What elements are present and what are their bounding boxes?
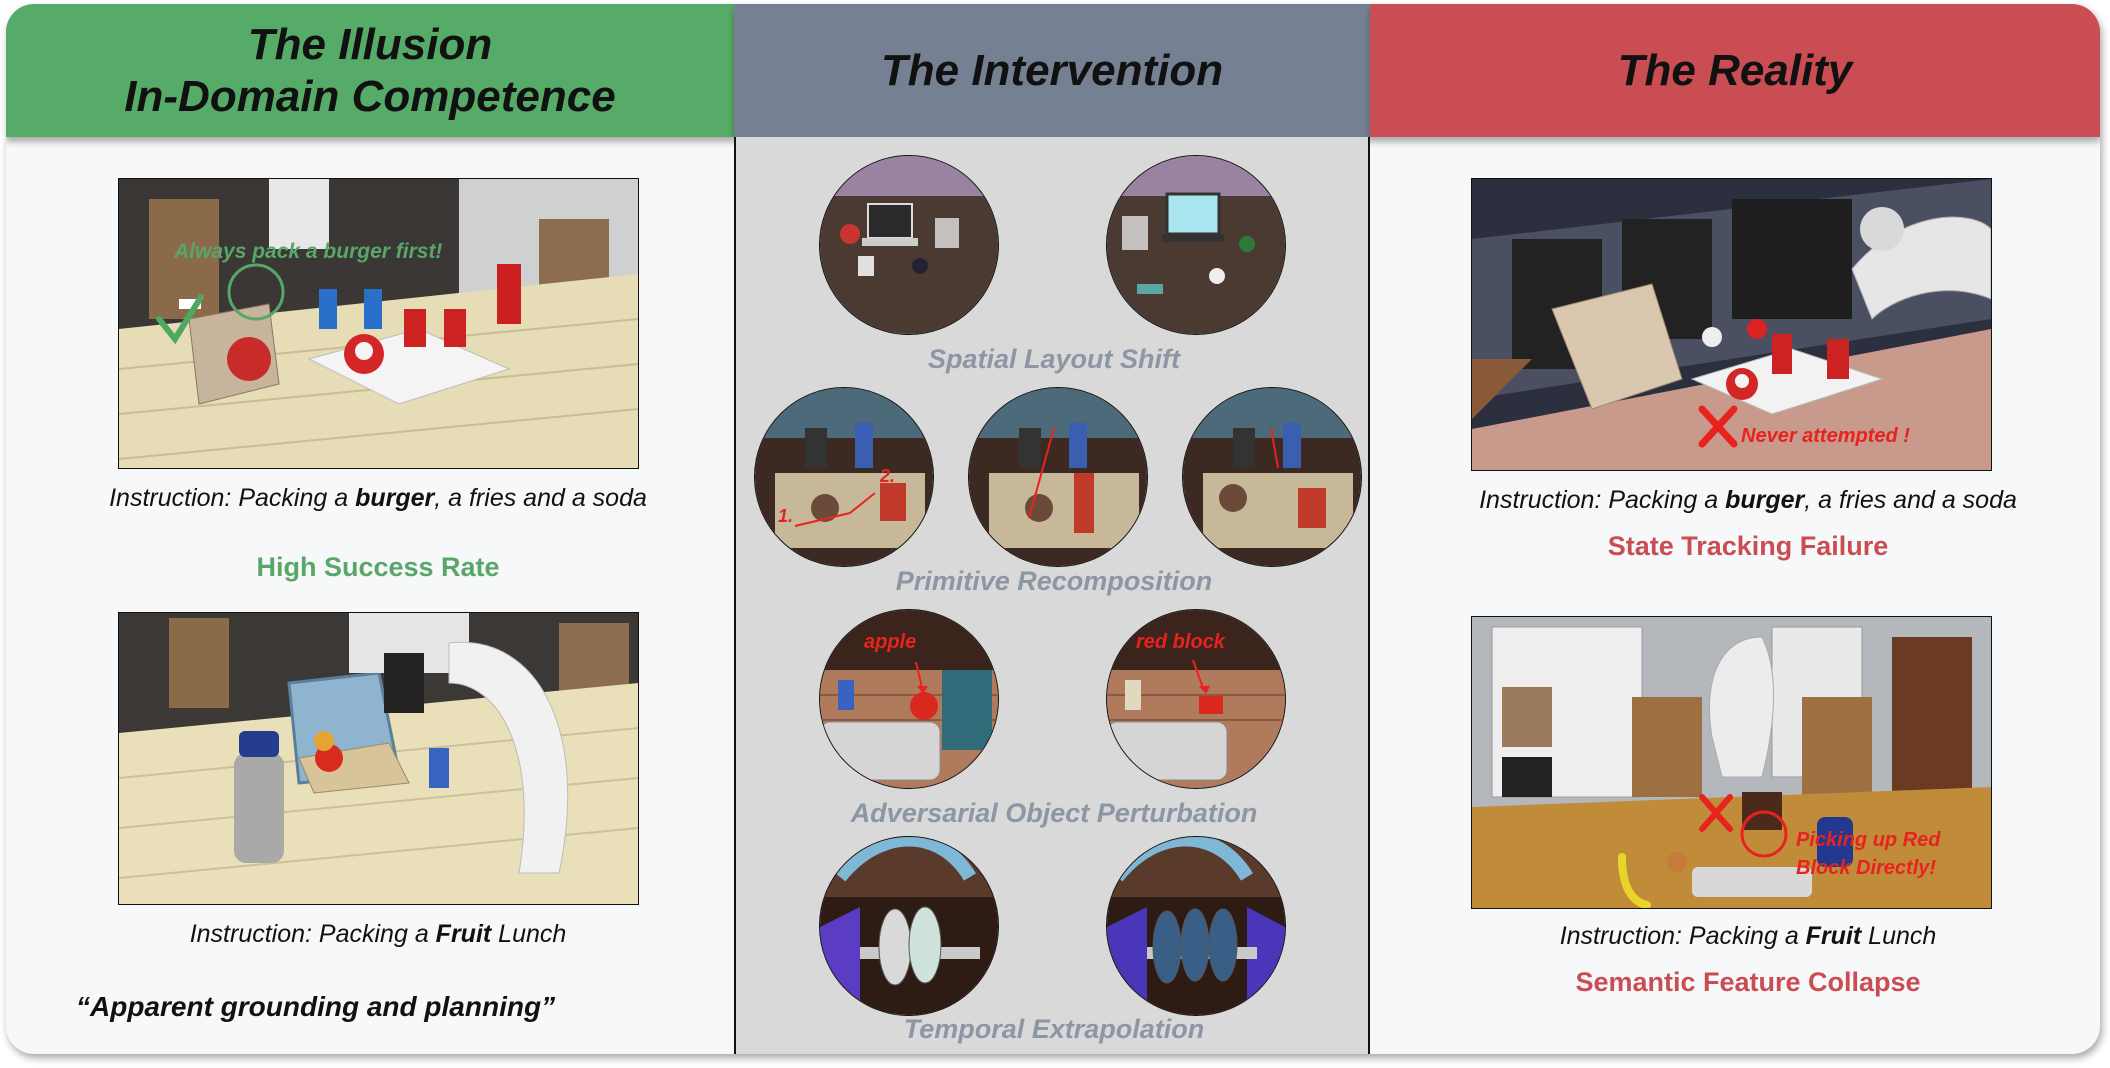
header-reality: The Reality <box>1370 4 2100 137</box>
right-instruction-2-prefix: Instruction: Packing a <box>1559 922 1806 950</box>
annotation-picking-line2: Block Directly! <box>1796 857 1937 879</box>
caption-primitive-recomposition: Primitive Recomposition <box>895 566 1213 596</box>
left-instruction-2-suffix: Lunch <box>491 920 567 948</box>
reality-burger-scene-image <box>1471 178 1992 471</box>
right-instruction-1-prefix: Instruction: Packing a <box>1479 486 1726 514</box>
annotation-always-burger: Always pack a burger first! <box>174 240 443 263</box>
header-illusion: The Illusion In-Domain Competence <box>6 4 734 137</box>
left-instruction-2: Instruction: Packing a Fruit Lunch <box>58 920 698 949</box>
header-illusion-line1: The Illusion <box>247 19 493 69</box>
right-instruction-2: Instruction: Packing a Fruit Lunch <box>1428 922 2068 951</box>
annotation-never-attempted: Never attempted ! <box>1741 425 1910 447</box>
right-result-state-tracking: State Tracking Failure <box>1607 531 1889 561</box>
reality-fruit-scene-image <box>1471 616 1992 909</box>
left-quote: “Apparent grounding and planning” <box>76 991 556 1022</box>
left-result-high-success: High Success Rate <box>256 552 500 582</box>
right-result-semantic-collapse: Semantic Feature Collapse <box>1575 967 1921 997</box>
temporal-image-a <box>819 836 999 1016</box>
label-red-block: red block <box>1136 631 1225 653</box>
caption-adversarial-object-perturbation: Adversarial Object Perturbation <box>850 798 1258 828</box>
left-instruction-2-prefix: Instruction: Packing a <box>189 920 436 948</box>
right-instruction-1-suffix: , a fries and a soda <box>1804 486 2017 514</box>
left-instruction-1: Instruction: Packing a burger, a fries a… <box>58 484 698 513</box>
temporal-image-b <box>1106 836 1286 1016</box>
recomposition-image-a <box>754 387 934 567</box>
spatial-layout-image-a <box>819 155 999 335</box>
recomposition-image-b <box>968 387 1148 567</box>
caption-spatial-layout-shift: Spatial Layout Shift <box>927 344 1181 374</box>
right-instruction-2-bold: Fruit <box>1805 922 1862 950</box>
label-apple: apple <box>864 631 917 653</box>
header-illusion-line2: In-Domain Competence <box>124 71 616 121</box>
left-instruction-1-suffix: , a fries and a soda <box>434 484 647 512</box>
recomposition-step-2: 2. <box>880 466 896 486</box>
right-instruction-2-suffix: Lunch <box>1861 922 1937 950</box>
recomposition-image-c <box>1182 387 1362 567</box>
right-instruction-1-bold: burger <box>1725 486 1805 514</box>
left-instruction-2-bold: Fruit <box>435 920 492 948</box>
left-instruction-1-prefix: Instruction: Packing a <box>109 484 356 512</box>
right-instruction-1: Instruction: Packing a burger, a fries a… <box>1428 486 2068 515</box>
header-intervention: The Intervention <box>734 4 1370 137</box>
spatial-layout-image-b <box>1106 155 1286 335</box>
figure-card: The Illusion In-Domain Competence The In… <box>6 4 2100 1054</box>
annotation-picking-line1: Picking up Red <box>1796 829 1941 851</box>
left-instruction-1-bold: burger <box>355 484 435 512</box>
caption-temporal-extrapolation: Temporal Extrapolation <box>903 1014 1205 1044</box>
fruit-lunch-scene-image <box>118 612 639 905</box>
recomposition-step-1: 1. <box>778 506 794 526</box>
burger-scene-image <box>118 178 639 469</box>
